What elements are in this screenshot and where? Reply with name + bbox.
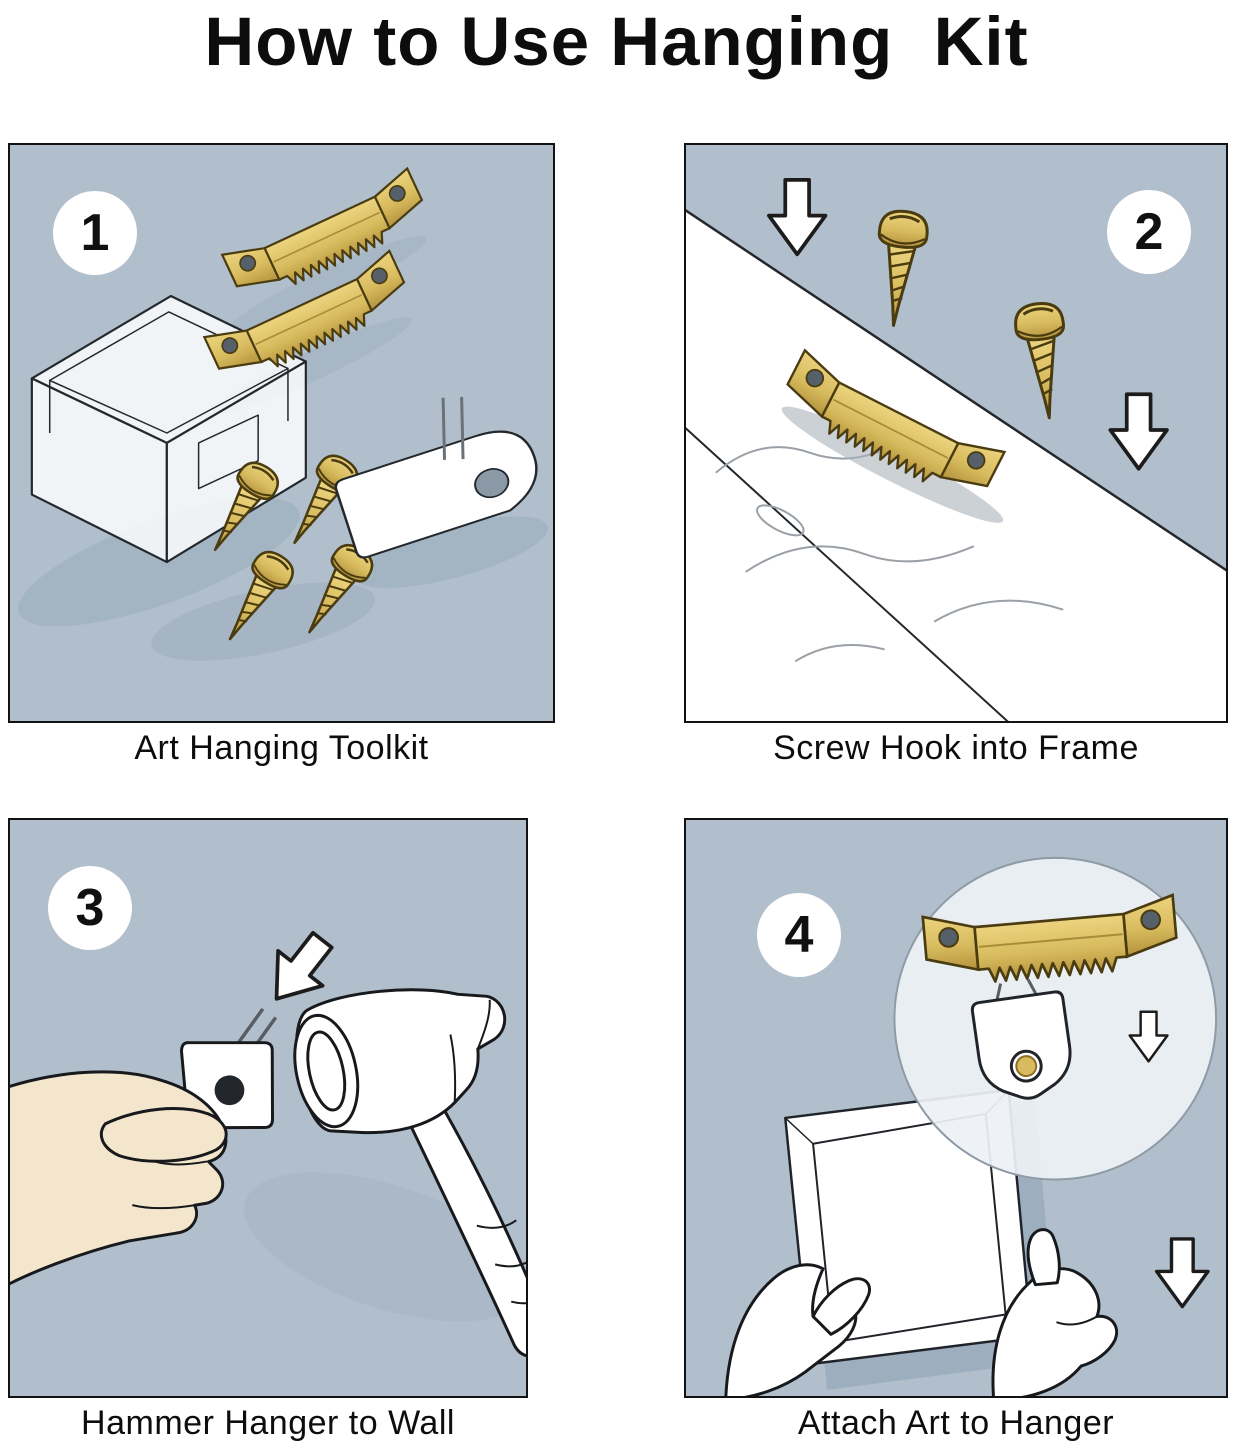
step-3-caption: Hammer Hanger to Wall <box>81 1404 455 1442</box>
down-arrow-icon <box>767 178 828 257</box>
hand-icon <box>724 1263 871 1396</box>
step-1-panel: 1 <box>8 143 555 723</box>
wall-hook-icon <box>970 978 1072 1100</box>
step-4-caption: Attach Art to Hanger <box>797 1404 1115 1442</box>
step-4-panel: 4 <box>684 818 1228 1398</box>
step-1-caption: Art Hanging Toolkit <box>134 729 429 767</box>
step-number-badge: 2 <box>1107 190 1191 274</box>
hand-icon <box>991 1228 1118 1396</box>
shadow <box>244 1172 526 1322</box>
screw-icon <box>868 207 931 330</box>
down-arrow-icon <box>1108 392 1169 471</box>
step-number-badge: 1 <box>53 191 137 275</box>
toolkit-illustration <box>18 167 548 661</box>
step-3-panel: 3 <box>8 818 528 1398</box>
hammer-icon <box>293 988 526 1358</box>
wall-hook-icon <box>334 396 538 559</box>
hammer-to-wall-illustration <box>10 920 526 1358</box>
step-number-badge: 4 <box>757 893 841 977</box>
step-2-panel: 2 <box>684 143 1228 723</box>
step-2-caption: Screw Hook into Frame <box>773 729 1139 767</box>
screw-icon <box>1012 299 1075 422</box>
page-title: How to Use Hanging Kit <box>204 3 1029 80</box>
screw-into-frame-illustration <box>686 178 1226 721</box>
attach-art-illustration <box>724 856 1218 1396</box>
step-number-badge: 3 <box>48 866 132 950</box>
wood-grain <box>715 446 1064 663</box>
down-arrow-icon <box>1154 1237 1210 1309</box>
hand-icon <box>10 1070 228 1286</box>
zoom-bubble-icon <box>893 856 1218 1181</box>
